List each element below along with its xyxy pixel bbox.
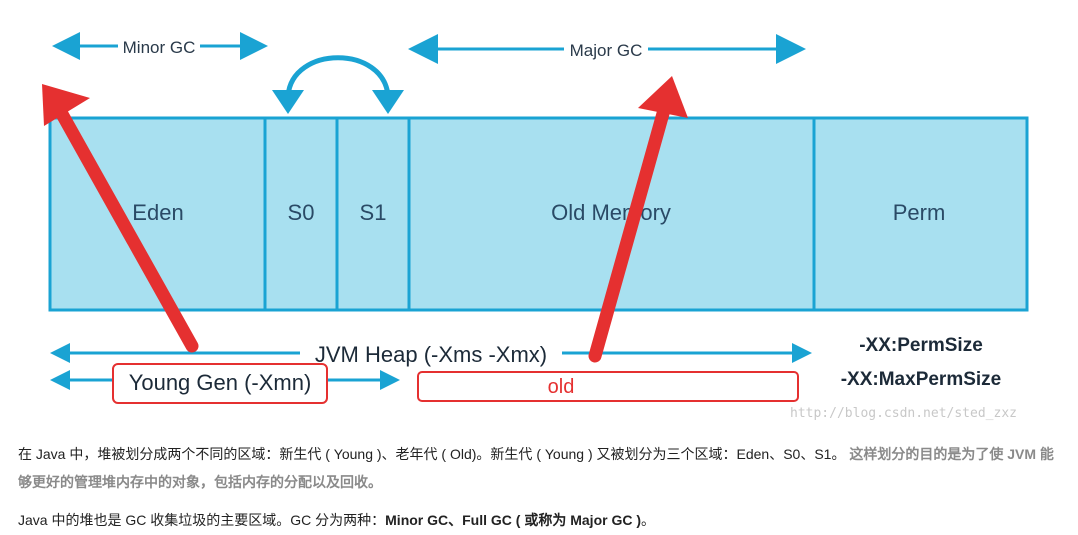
segment-s0 — [263, 116, 339, 312]
para2-main: Java 中的堆也是 GC 收集垃圾的主要区域。GC 分为两种： — [18, 512, 386, 528]
segment-label-s1: S1 — [360, 200, 387, 225]
description-paragraph-2: Java 中的堆也是 GC 收集垃圾的主要区域。GC 分为两种：Minor GC… — [18, 506, 1063, 534]
old-box — [417, 371, 799, 402]
young-gen-arrow: Young Gen (-Xmn) — [50, 363, 400, 404]
max-perm-size-flag: -XX:MaxPermSize — [841, 369, 1002, 390]
minor-gc-arrow: Minor GC — [52, 32, 268, 60]
description-paragraph-1: 在 Java 中，堆被划分成两个不同的区域：新生代 ( Young )、老年代 … — [18, 440, 1063, 496]
segment-label-eden: Eden — [132, 200, 183, 225]
para2-bold: Minor GC、Full GC ( 或称为 Major GC ) — [385, 512, 642, 528]
para2-end: 。 — [641, 512, 656, 528]
old-label: old — [548, 376, 575, 398]
jvm-heap-label: JVM Heap (-Xms -Xmx) — [315, 342, 547, 367]
major-gc-label: Major GC — [570, 41, 643, 60]
young-gen-label: Young Gen (-Xmn) — [129, 370, 312, 395]
memory-bar: Eden S0 S1 Old Memory Perm — [48, 116, 1029, 312]
old-annotation: old — [417, 371, 799, 402]
para1-main: 在 Java 中，堆被划分成两个不同的区域：新生代 ( Young )、老年代 … — [18, 446, 846, 462]
segment-label-old: Old Memory — [551, 200, 671, 225]
survivor-swap-arrow — [272, 55, 404, 114]
red-arrow-major — [588, 76, 688, 363]
jvm-heap-arrow: JVM Heap (-Xms -Xmx) — [50, 340, 812, 367]
segment-label-perm: Perm — [893, 200, 946, 225]
jvm-heap-diagram: Minor GC Major GC Eden S0 S1 Old Memory … — [42, 32, 1029, 421]
red-arrow-minor — [42, 84, 199, 353]
segment-label-s0: S0 — [288, 200, 315, 225]
perm-size-flag: -XX:PermSize — [859, 335, 983, 356]
para1-emphasis: 这样划分的目的是为了使 JVM 能够更好的管理堆内存中的对象，包括内存的分配以及… — [18, 446, 1054, 490]
segment-perm — [812, 116, 1029, 312]
young-gen-box — [112, 363, 328, 404]
minor-gc-label: Minor GC — [123, 38, 196, 57]
major-gc-arrow: Major GC — [408, 34, 806, 64]
watermark: http://blog.csdn.net/sted_zxz — [790, 406, 1017, 421]
